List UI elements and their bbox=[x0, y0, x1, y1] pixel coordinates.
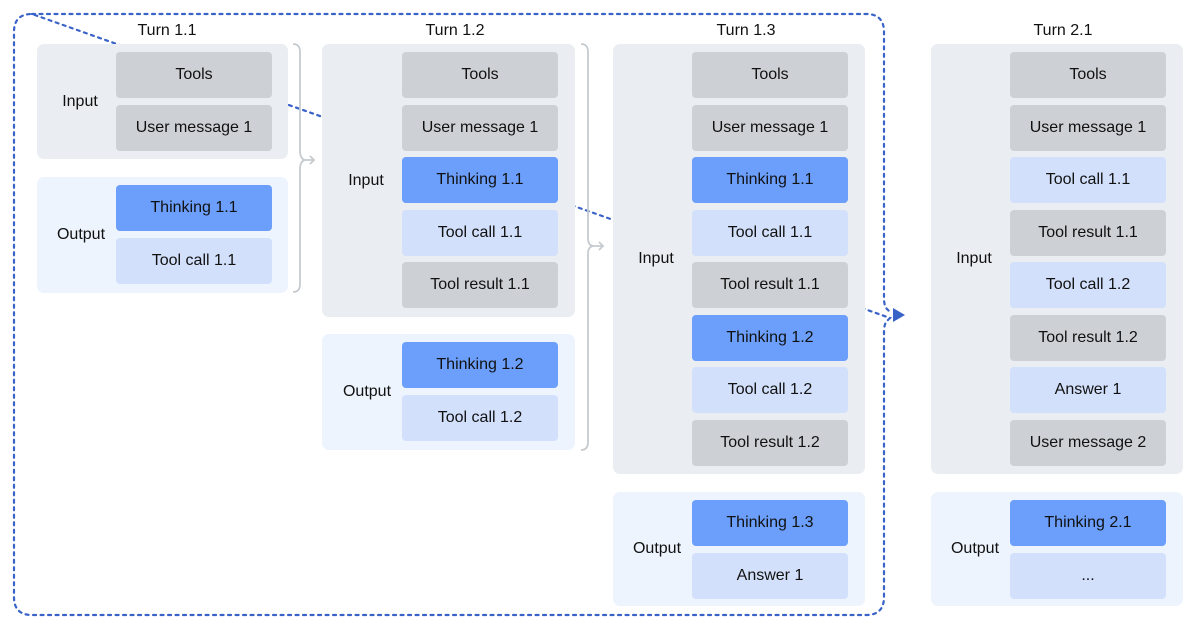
thinking-block: Thinking 1.1 bbox=[692, 157, 848, 203]
bracket-turn-1-2 bbox=[580, 43, 595, 451]
context-block: User message 1 bbox=[402, 105, 558, 151]
arrow-head-icon bbox=[893, 308, 905, 322]
thinking-block: Thinking 1.1 bbox=[402, 157, 558, 203]
model-output-block: ... bbox=[1010, 553, 1166, 599]
model-output-block: Answer 1 bbox=[692, 553, 848, 599]
context-block: Tools bbox=[692, 52, 848, 98]
model-output-block: Tool call 1.2 bbox=[402, 395, 558, 441]
context-block: Tools bbox=[1010, 52, 1166, 98]
context-block: Tool result 1.1 bbox=[1010, 210, 1166, 256]
output-label: Output bbox=[56, 226, 106, 243]
context-block: Tools bbox=[402, 52, 558, 98]
model-output-block: Tool call 1.2 bbox=[692, 367, 848, 413]
context-block: Tool result 1.1 bbox=[692, 262, 848, 308]
output-label: Output bbox=[342, 383, 392, 400]
context-block: User message 1 bbox=[116, 105, 272, 151]
output-label: Output bbox=[950, 540, 1000, 557]
context-block: Tool result 1.1 bbox=[402, 262, 558, 308]
turn-title: Turn 2.1 bbox=[1033, 22, 1093, 39]
context-block: User message 1 bbox=[692, 105, 848, 151]
thinking-block: Thinking 1.1 bbox=[116, 185, 272, 231]
context-block: User message 1 bbox=[1010, 105, 1166, 151]
turn-title: Turn 1.1 bbox=[137, 22, 197, 39]
input-label: Input bbox=[638, 250, 674, 267]
output-label: Output bbox=[632, 540, 682, 557]
thinking-block: Thinking 2.1 bbox=[1010, 500, 1166, 546]
turn-title: Turn 1.2 bbox=[425, 22, 485, 39]
input-label: Input bbox=[62, 92, 98, 110]
model-output-block: Tool call 1.2 bbox=[1010, 262, 1166, 308]
dotted-frame bbox=[12, 12, 893, 617]
input-label: Input bbox=[348, 171, 384, 189]
context-block: Tool result 1.2 bbox=[692, 420, 848, 466]
turn-title: Turn 1.3 bbox=[716, 22, 776, 39]
bracket-turn-1-1 bbox=[292, 43, 307, 293]
bracket-arrow-turn-1-2 bbox=[594, 241, 605, 251]
model-output-block: Tool call 1.1 bbox=[116, 238, 272, 284]
context-block: Tools bbox=[116, 52, 272, 98]
thinking-block: Thinking 1.2 bbox=[402, 342, 558, 388]
thinking-block: Thinking 1.2 bbox=[692, 315, 848, 361]
bracket-arrow-turn-1-1 bbox=[306, 155, 316, 165]
context-block: User message 2 bbox=[1010, 420, 1166, 466]
thinking-block: Thinking 1.3 bbox=[692, 500, 848, 546]
model-output-block: Tool call 1.1 bbox=[402, 210, 558, 256]
context-block: Tool result 1.2 bbox=[1010, 315, 1166, 361]
model-output-block: Tool call 1.1 bbox=[1010, 157, 1166, 203]
input-label: Input bbox=[956, 250, 992, 267]
model-output-block: Tool call 1.1 bbox=[692, 210, 848, 256]
model-output-block: Answer 1 bbox=[1010, 367, 1166, 413]
